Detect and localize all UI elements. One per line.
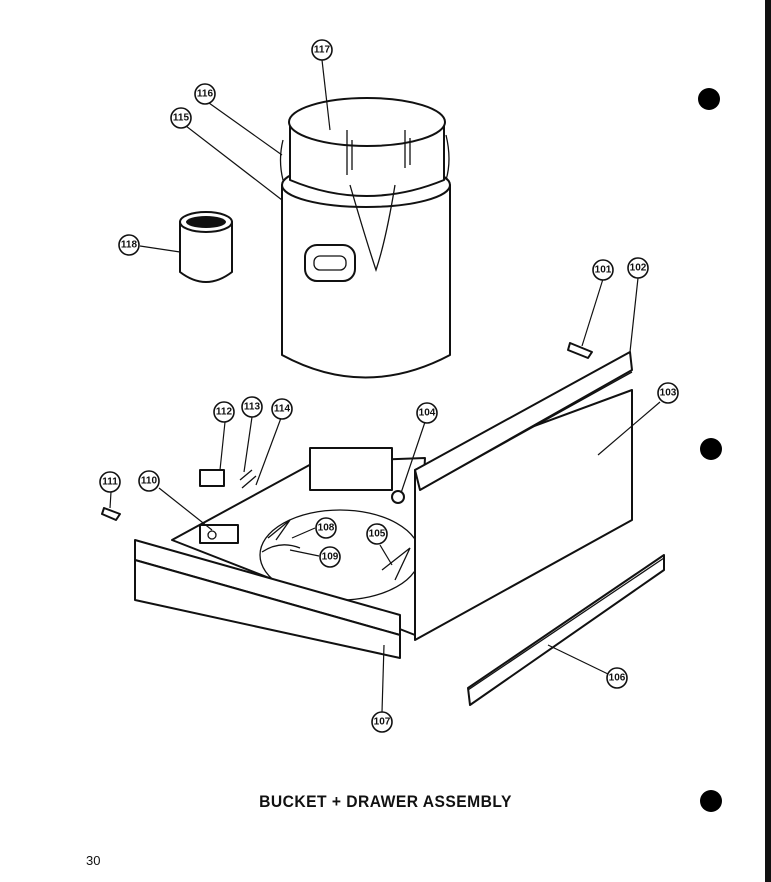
callout-106: 106 — [606, 667, 628, 689]
callout-label: 106 — [609, 673, 626, 684]
leader-lines — [109, 59, 661, 713]
punch-hole-bottom — [700, 790, 722, 812]
callout-label: 113 — [244, 402, 261, 413]
callout-label: 105 — [369, 529, 386, 540]
callout-112: 112 — [213, 401, 235, 423]
drawer — [134, 351, 633, 659]
diagram-title: BUCKET + DRAWER ASSEMBLY — [259, 792, 512, 811]
callout-label: 118 — [121, 240, 138, 251]
callout-label: 117 — [314, 45, 331, 56]
callout-105: 105 — [366, 523, 388, 545]
callout-107: 107 — [371, 711, 393, 733]
callout-label: 116 — [197, 89, 214, 100]
callout-103: 103 — [657, 382, 679, 404]
bucket — [279, 97, 451, 379]
callout-116: 116 — [194, 83, 216, 105]
callout-label: 107 — [374, 717, 391, 728]
callout-label: 104 — [419, 408, 436, 419]
callout-111: 111 — [99, 471, 121, 493]
callout-110: 110 — [138, 470, 160, 492]
page-edge — [765, 0, 771, 882]
cup — [179, 211, 233, 283]
page-number: 30 — [86, 853, 101, 868]
callout-label: 112 — [216, 407, 233, 418]
callout-113: 113 — [241, 396, 263, 418]
callout-label: 103 — [660, 388, 677, 399]
hardware — [101, 342, 593, 544]
callout-label: 109 — [322, 552, 339, 563]
callout-label: 111 — [102, 477, 118, 488]
slide-rail — [467, 554, 665, 706]
punch-hole-top — [698, 88, 720, 110]
callout-115: 115 — [170, 107, 192, 129]
punch-hole-middle — [700, 438, 722, 460]
callout-114: 114 — [271, 398, 293, 420]
callout-label: 110 — [141, 476, 158, 487]
callout-101: 101 — [592, 259, 614, 281]
callout-label: 115 — [173, 113, 190, 124]
callout-label: 102 — [630, 263, 647, 274]
callout-109: 109 — [319, 546, 341, 568]
callout-label: 114 — [274, 404, 291, 415]
callout-117: 117 — [311, 39, 333, 61]
callout-118: 118 — [118, 234, 140, 256]
callout-label: 108 — [318, 523, 335, 534]
callout-label: 101 — [595, 265, 612, 276]
callout-102: 102 — [627, 257, 649, 279]
callout-104: 104 — [416, 402, 438, 424]
callout-108: 108 — [315, 517, 337, 539]
